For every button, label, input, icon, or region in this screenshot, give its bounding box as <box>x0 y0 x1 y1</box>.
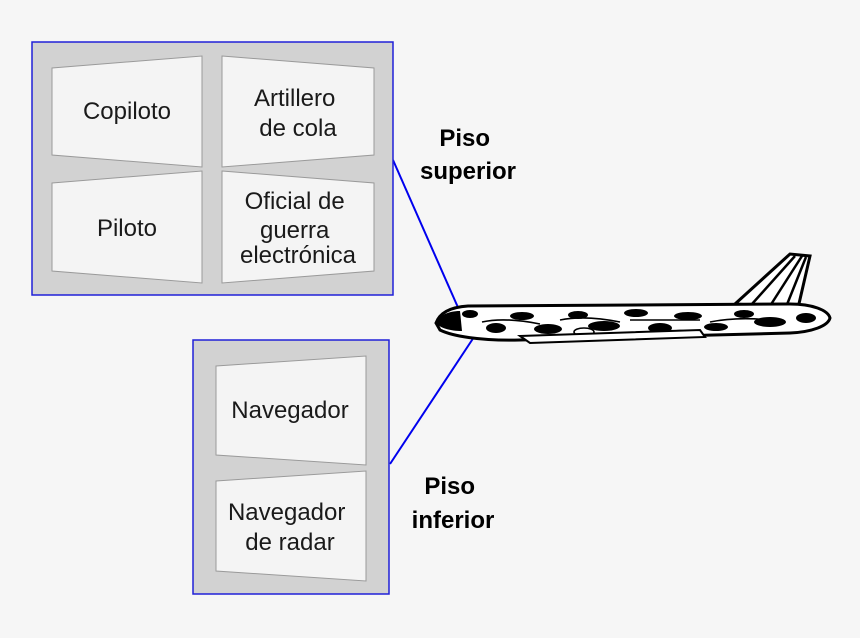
seat-copilot: Copiloto <box>51 55 203 168</box>
seat-pilot-label: Piloto <box>97 215 157 242</box>
seat-radar-navigator-label: Navegador de radar <box>228 499 352 556</box>
lower-deck-panel: Navegador Navegador de radar <box>192 339 390 595</box>
seat-copilot-label: Copiloto <box>83 98 171 125</box>
seat-pilot: Piloto <box>51 170 203 284</box>
b52-bomber-silhouette-icon <box>434 252 832 345</box>
seat-ew-officer-label: Oficial de guerra electrónica <box>240 188 357 269</box>
lower-deck-label: Piso inferior <box>412 473 495 534</box>
seat-radar-navigator: Navegador de radar <box>215 470 367 582</box>
seat-ew-officer: Oficial de guerra electrónica <box>221 170 375 284</box>
upper-deck-connector <box>392 159 461 313</box>
upper-deck-label: Piso superior <box>420 125 516 185</box>
seat-tail-gunner: Artillero de cola <box>221 55 375 168</box>
upper-deck-panel: Copiloto Artillero de cola Piloto Oficia… <box>31 41 394 296</box>
seat-navigator: Navegador <box>215 355 367 466</box>
seat-tail-gunner-label: Artillero de cola <box>254 85 342 142</box>
seat-navigator-label: Navegador <box>231 397 348 424</box>
lower-deck-connector <box>389 333 477 465</box>
